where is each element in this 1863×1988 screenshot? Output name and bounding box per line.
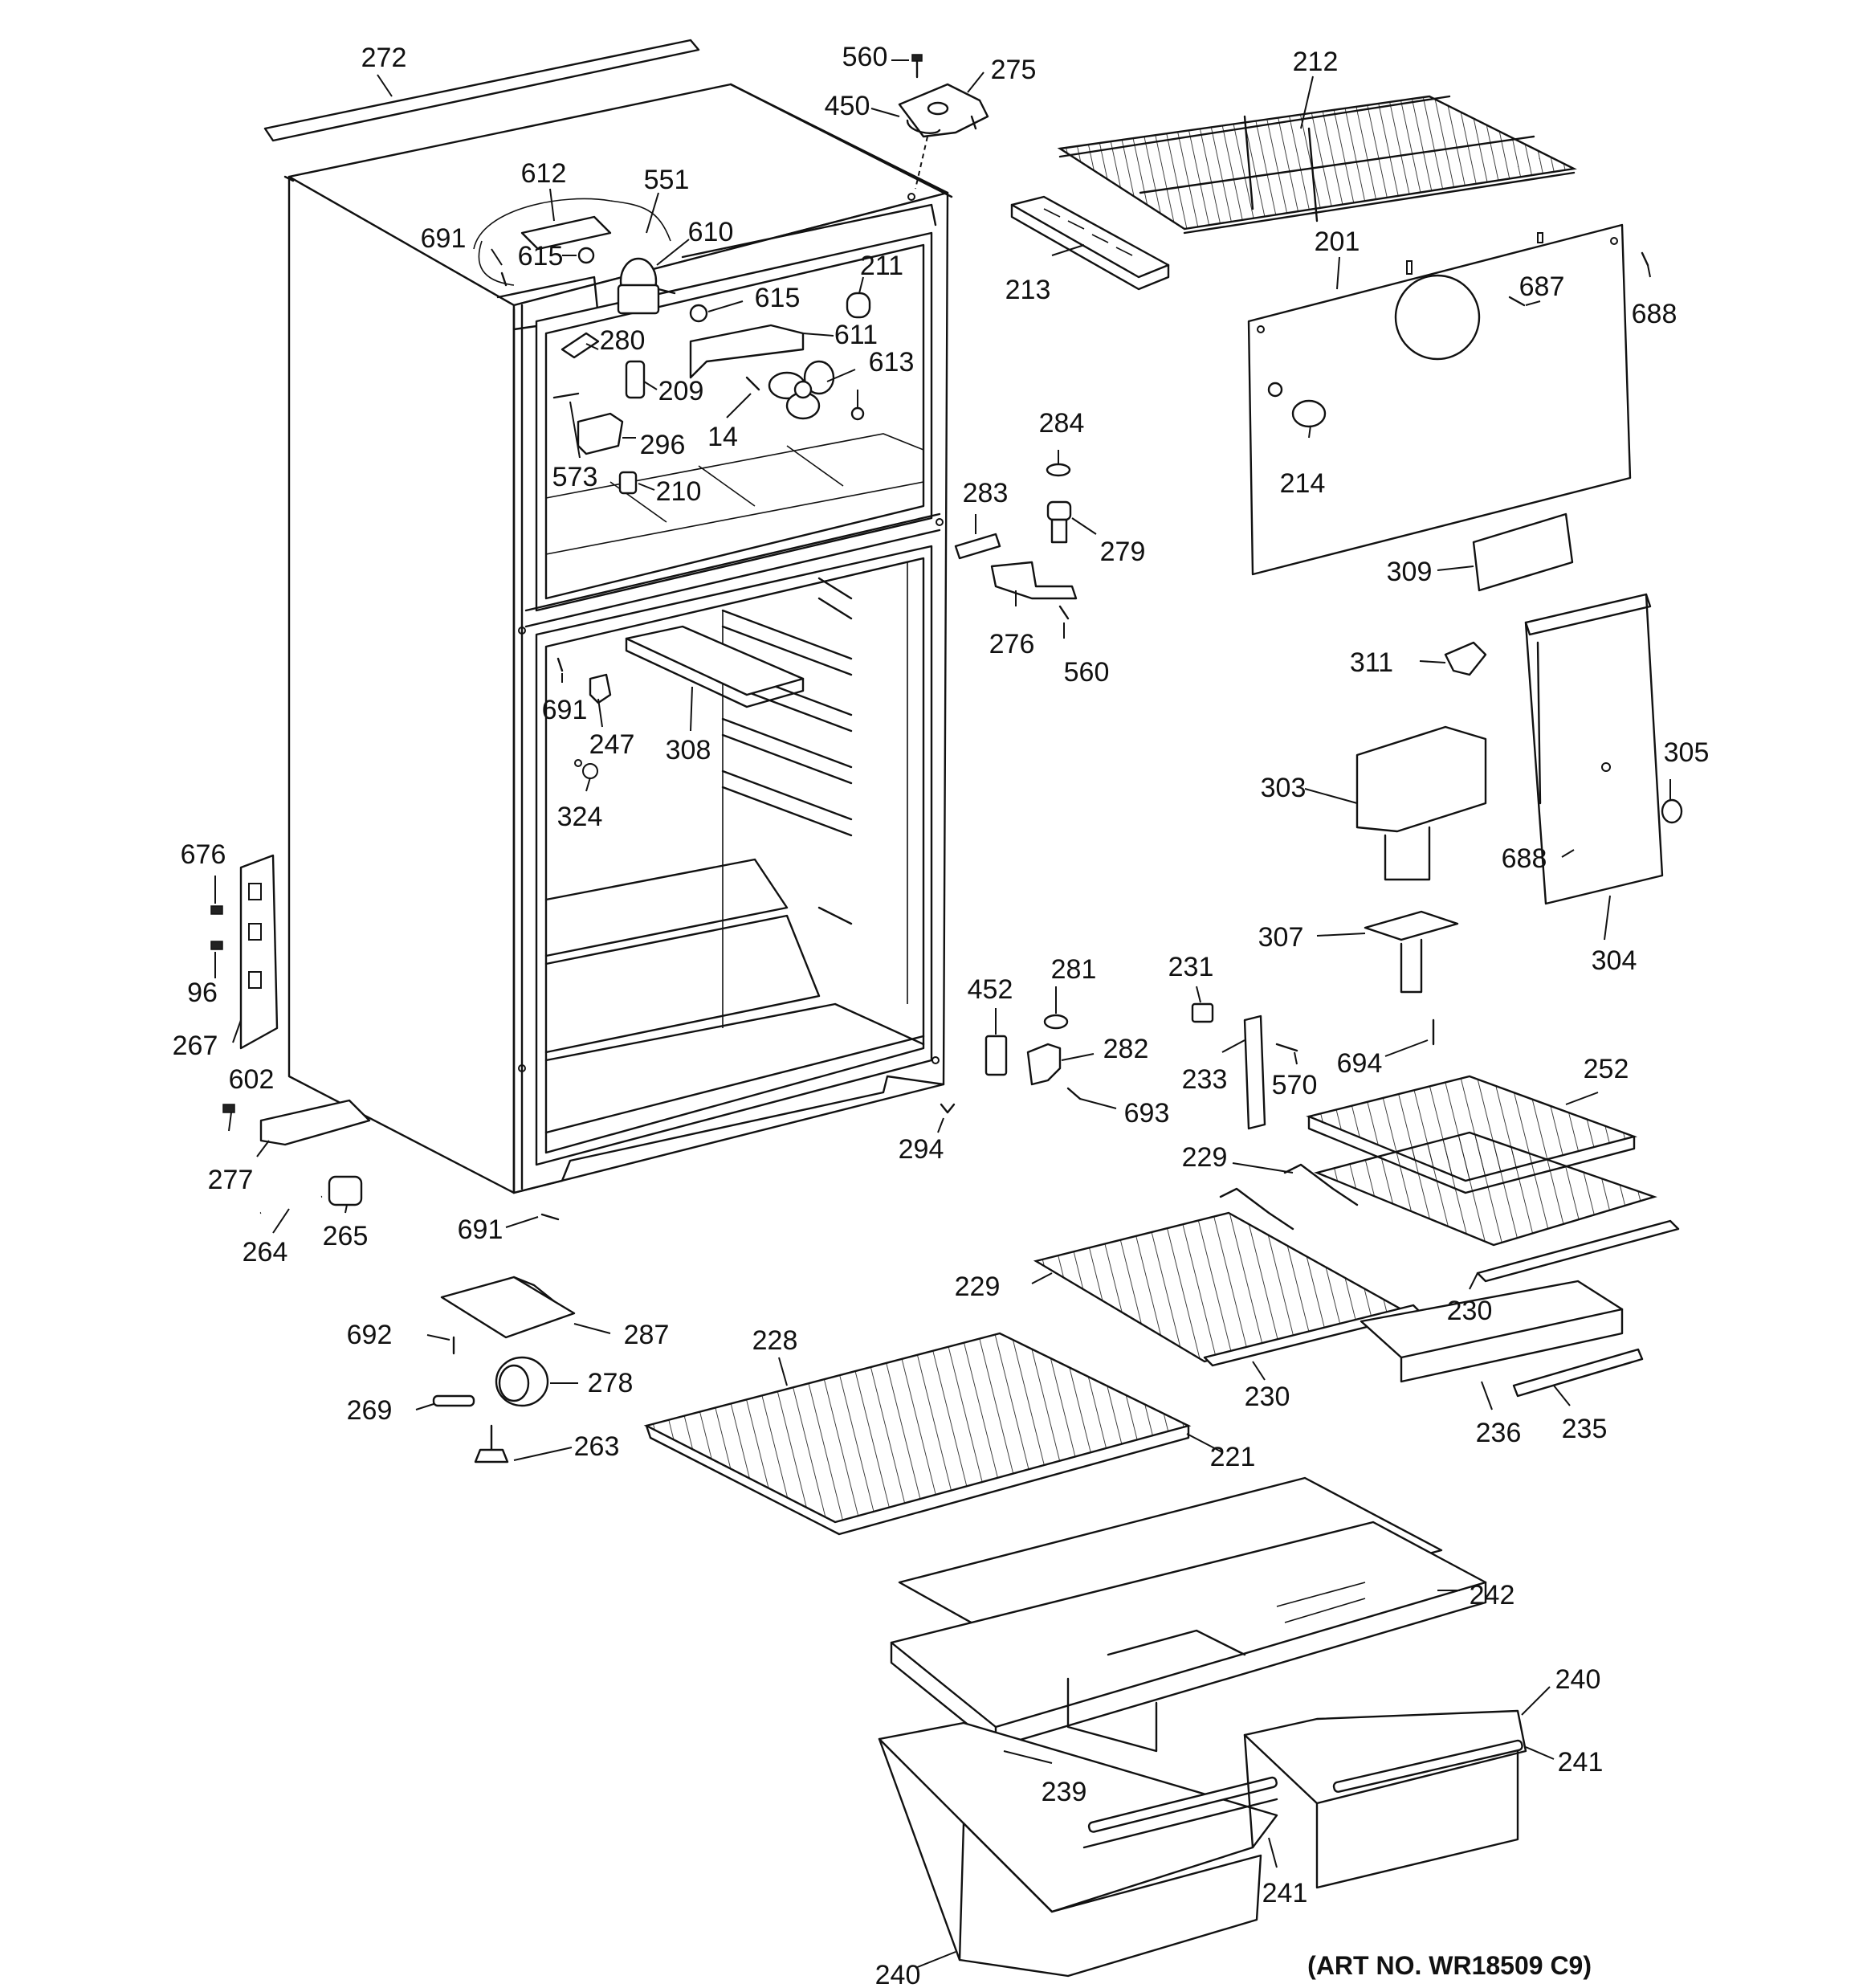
callout-231: 231 — [1168, 952, 1214, 982]
callout-304: 304 — [1592, 945, 1637, 976]
callout-691: 691 — [458, 1214, 503, 1245]
callout-279: 279 — [1100, 537, 1146, 567]
callout-209: 209 — [658, 376, 704, 406]
callout-296: 296 — [640, 430, 686, 460]
callout-229: 229 — [1182, 1142, 1228, 1173]
callout-230: 230 — [1447, 1296, 1493, 1326]
crisper-assembly — [878, 1476, 1527, 1978]
callout-280: 280 — [600, 325, 646, 356]
callout-240: 240 — [875, 1960, 921, 1988]
callout-240: 240 — [1555, 1664, 1601, 1695]
callout-277: 277 — [208, 1165, 254, 1195]
callout-602: 602 — [229, 1064, 275, 1095]
callout-450: 450 — [825, 91, 870, 121]
callout-688: 688 — [1502, 843, 1547, 874]
callout-688: 688 — [1632, 299, 1678, 329]
callout-676: 676 — [181, 839, 226, 870]
callout-693: 693 — [1124, 1098, 1170, 1129]
callout-560: 560 — [1064, 657, 1110, 688]
callout-241: 241 — [1558, 1747, 1604, 1778]
callout-212: 212 — [1293, 47, 1339, 77]
callout-235: 235 — [1562, 1414, 1608, 1444]
leader-lines — [214, 59, 1671, 1969]
callout-14: 14 — [707, 422, 738, 452]
callout-324: 324 — [557, 802, 603, 832]
callout-611: 611 — [834, 320, 878, 350]
callout-309: 309 — [1387, 557, 1433, 587]
callout-210: 210 — [656, 476, 702, 507]
callout-692: 692 — [347, 1320, 393, 1350]
callout-239: 239 — [1042, 1777, 1087, 1807]
callout-570: 570 — [1272, 1070, 1318, 1100]
callout-252: 252 — [1584, 1054, 1629, 1084]
callout-610: 610 — [688, 217, 734, 247]
callout-275: 275 — [991, 55, 1037, 85]
callout-221: 221 — [1210, 1442, 1256, 1472]
callout-452: 452 — [968, 974, 1013, 1005]
callout-691: 691 — [542, 695, 588, 725]
callout-96: 96 — [187, 978, 218, 1008]
callout-691: 691 — [421, 223, 467, 254]
callout-241: 241 — [1262, 1878, 1308, 1908]
callout-287: 287 — [624, 1320, 670, 1350]
callout-615: 615 — [755, 283, 801, 313]
callout-263: 263 — [574, 1431, 620, 1462]
callout-233: 233 — [1182, 1064, 1228, 1095]
callout-282: 282 — [1103, 1034, 1149, 1064]
callout-213: 213 — [1005, 275, 1051, 305]
callout-307: 307 — [1258, 922, 1304, 953]
callout-615: 615 — [518, 241, 564, 271]
callout-269: 269 — [347, 1395, 393, 1426]
callout-305: 305 — [1664, 737, 1710, 768]
hinges-and-hardware — [210, 39, 1082, 1463]
callout-612: 612 — [521, 158, 567, 189]
callout-267: 267 — [173, 1031, 218, 1061]
callout-276: 276 — [989, 629, 1035, 659]
callout-265: 265 — [323, 1221, 369, 1251]
freezer-accessories — [1010, 95, 1683, 1130]
callout-242: 242 — [1470, 1580, 1515, 1610]
callout-230: 230 — [1245, 1382, 1290, 1412]
callout-228: 228 — [752, 1325, 798, 1356]
callout-264: 264 — [243, 1237, 288, 1268]
callout-281: 281 — [1051, 954, 1097, 985]
callout-687: 687 — [1519, 271, 1565, 302]
art-number: (ART NO. WR18509 C9) — [1307, 1951, 1592, 1980]
fresh-food-shelves — [643, 1075, 1680, 1536]
callout-551: 551 — [644, 165, 690, 195]
callout-214: 214 — [1280, 468, 1326, 499]
callout-613: 613 — [869, 347, 915, 378]
callout-303: 303 — [1261, 773, 1307, 803]
callout-211: 211 — [860, 251, 903, 281]
callout-labels: 272 560 275 450 212 612 551 691 615 610 … — [173, 42, 1710, 1988]
callout-311: 311 — [1350, 647, 1393, 678]
callout-284: 284 — [1039, 408, 1085, 439]
callout-308: 308 — [666, 735, 711, 765]
callout-272: 272 — [361, 43, 407, 73]
callout-283: 283 — [963, 478, 1009, 508]
callout-573: 573 — [552, 462, 598, 492]
callout-294: 294 — [899, 1134, 944, 1165]
callout-247: 247 — [589, 729, 635, 760]
callout-236: 236 — [1476, 1418, 1522, 1448]
callout-229: 229 — [955, 1272, 1001, 1302]
callout-694: 694 — [1337, 1048, 1383, 1079]
callout-201: 201 — [1315, 227, 1360, 257]
callout-278: 278 — [588, 1368, 634, 1398]
freezer-internal-parts — [473, 198, 871, 779]
refrigerator-cabinet — [283, 83, 953, 1194]
callout-560: 560 — [842, 42, 888, 72]
